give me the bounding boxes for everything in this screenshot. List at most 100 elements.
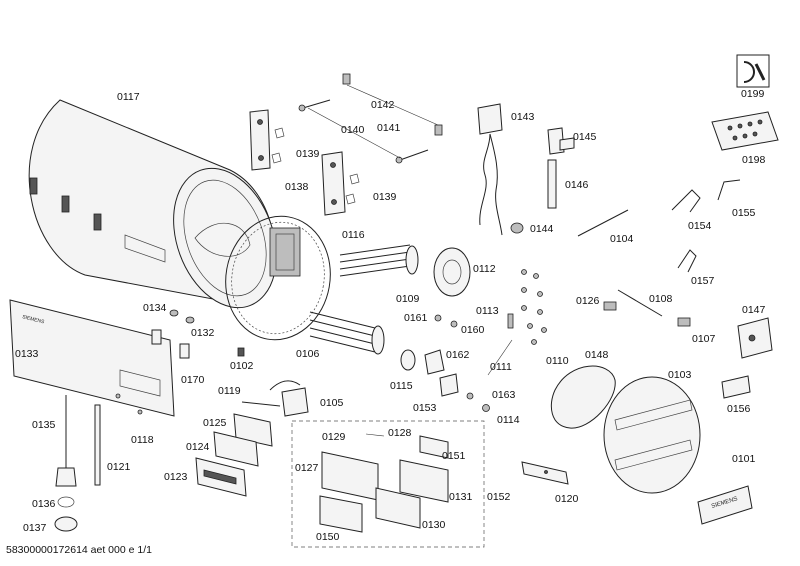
flange-gasket-set bbox=[400, 349, 459, 397]
sensor-cable bbox=[603, 289, 691, 327]
heater-flange bbox=[433, 247, 471, 297]
washers bbox=[466, 392, 490, 412]
label-0115: 0115 bbox=[390, 380, 413, 392]
thermostat bbox=[241, 380, 309, 417]
label-0155: 0155 bbox=[732, 207, 756, 219]
label-0116: 0116 bbox=[342, 229, 365, 241]
label-0108: 0108 bbox=[649, 293, 673, 305]
label-0136: 0136 bbox=[32, 498, 56, 510]
control-unit-group bbox=[291, 420, 485, 548]
label-0170: 0170 bbox=[181, 374, 205, 386]
label-0142: 0142 bbox=[371, 99, 395, 111]
document-footer-code: 58300000172614 aet 000 e 1/1 bbox=[6, 544, 152, 556]
label-0128: 0128 bbox=[388, 427, 412, 439]
mounting-bolts bbox=[298, 73, 443, 164]
label-0121: 0121 bbox=[107, 461, 131, 473]
label-0107: 0107 bbox=[692, 333, 716, 345]
clip-0102 bbox=[237, 347, 245, 357]
remote-control bbox=[521, 461, 569, 485]
heating-element-upper bbox=[339, 244, 419, 277]
label-0105: 0105 bbox=[320, 397, 344, 409]
cover-large bbox=[603, 376, 701, 494]
mains-plug-cable bbox=[477, 103, 503, 236]
label-0146: 0146 bbox=[565, 179, 589, 191]
anode-rod bbox=[577, 209, 629, 237]
label-0137: 0137 bbox=[23, 522, 47, 534]
label-0101: 0101 bbox=[732, 453, 756, 465]
label-0144: 0144 bbox=[530, 223, 554, 235]
label-0153: 0153 bbox=[413, 402, 437, 414]
label-0125: 0125 bbox=[203, 417, 227, 429]
label-0111: 0111 bbox=[490, 361, 512, 373]
label-0134: 0134 bbox=[143, 302, 167, 314]
label-0126: 0126 bbox=[576, 295, 600, 307]
small-parts-kit bbox=[711, 111, 779, 151]
front-panel: SIEMENS bbox=[9, 299, 175, 417]
label-0103: 0103 bbox=[668, 369, 692, 381]
control-board bbox=[737, 317, 773, 359]
rod-0121 bbox=[94, 404, 101, 486]
label-0113: 0113 bbox=[476, 305, 499, 317]
valve-and-pipe bbox=[547, 127, 575, 209]
label-0148: 0148 bbox=[585, 349, 609, 361]
label-0132: 0132 bbox=[191, 327, 215, 339]
brand-badge: SIEMENS bbox=[697, 485, 753, 525]
cover-small bbox=[550, 365, 616, 429]
label-0162: 0162 bbox=[446, 349, 470, 361]
screw-set bbox=[487, 269, 547, 376]
label-0131: 0131 bbox=[449, 491, 473, 503]
anode-assembly bbox=[54, 395, 78, 532]
small-fittings bbox=[434, 313, 514, 329]
small-panel bbox=[721, 375, 751, 399]
label-0130: 0130 bbox=[422, 519, 446, 531]
label-0198: 0198 bbox=[742, 154, 766, 166]
label-0157: 0157 bbox=[691, 275, 715, 287]
tank-shell bbox=[28, 99, 277, 309]
label-0124: 0124 bbox=[186, 441, 210, 453]
label-0117: 0117 bbox=[117, 91, 140, 103]
label-0150: 0150 bbox=[316, 531, 340, 543]
label-0143: 0143 bbox=[511, 111, 535, 123]
service-icon-box bbox=[736, 54, 770, 88]
label-0151: 0151 bbox=[442, 450, 466, 462]
label-0138: 0138 bbox=[285, 181, 309, 193]
screws-0118 bbox=[115, 393, 143, 415]
part-labels: 0117 0142 0140 0141 0139 0139 0138 0143 … bbox=[15, 88, 766, 543]
display-housing bbox=[195, 413, 273, 497]
label-0147: 0147 bbox=[742, 304, 766, 316]
label-0114: 0114 bbox=[497, 414, 520, 426]
label-0120: 0120 bbox=[555, 493, 579, 505]
front-panel-brand: SIEMENS bbox=[22, 314, 46, 325]
label-0199: 0199 bbox=[741, 88, 765, 100]
heating-element-lower bbox=[309, 311, 385, 355]
cable-wires bbox=[671, 179, 741, 273]
label-0127: 0127 bbox=[295, 462, 319, 474]
label-0112: 0112 bbox=[473, 263, 496, 275]
label-0110: 0110 bbox=[546, 355, 569, 367]
label-0118: 0118 bbox=[131, 434, 154, 446]
label-0106: 0106 bbox=[296, 348, 320, 360]
wall-bracket-lower bbox=[321, 151, 360, 216]
label-0119: 0119 bbox=[218, 385, 241, 397]
label-0139-a: 0139 bbox=[296, 148, 320, 160]
nut-0144 bbox=[510, 222, 524, 234]
label-0160: 0160 bbox=[461, 324, 485, 336]
label-0140: 0140 bbox=[341, 124, 365, 136]
label-0104: 0104 bbox=[610, 233, 634, 245]
label-0109: 0109 bbox=[396, 293, 420, 305]
label-0154: 0154 bbox=[688, 220, 712, 232]
label-0163: 0163 bbox=[492, 389, 516, 401]
label-0145: 0145 bbox=[573, 131, 597, 143]
label-0123: 0123 bbox=[164, 471, 188, 483]
tank-end-flange bbox=[225, 215, 331, 341]
label-0156: 0156 bbox=[727, 403, 751, 415]
label-0135: 0135 bbox=[32, 419, 56, 431]
label-0139-b: 0139 bbox=[373, 191, 397, 203]
wall-bracket-upper bbox=[249, 109, 285, 171]
label-0133: 0133 bbox=[15, 348, 39, 360]
knobs bbox=[151, 309, 195, 359]
label-0161: 0161 bbox=[404, 312, 428, 324]
label-0141: 0141 bbox=[377, 122, 401, 134]
label-0152: 0152 bbox=[487, 491, 511, 503]
